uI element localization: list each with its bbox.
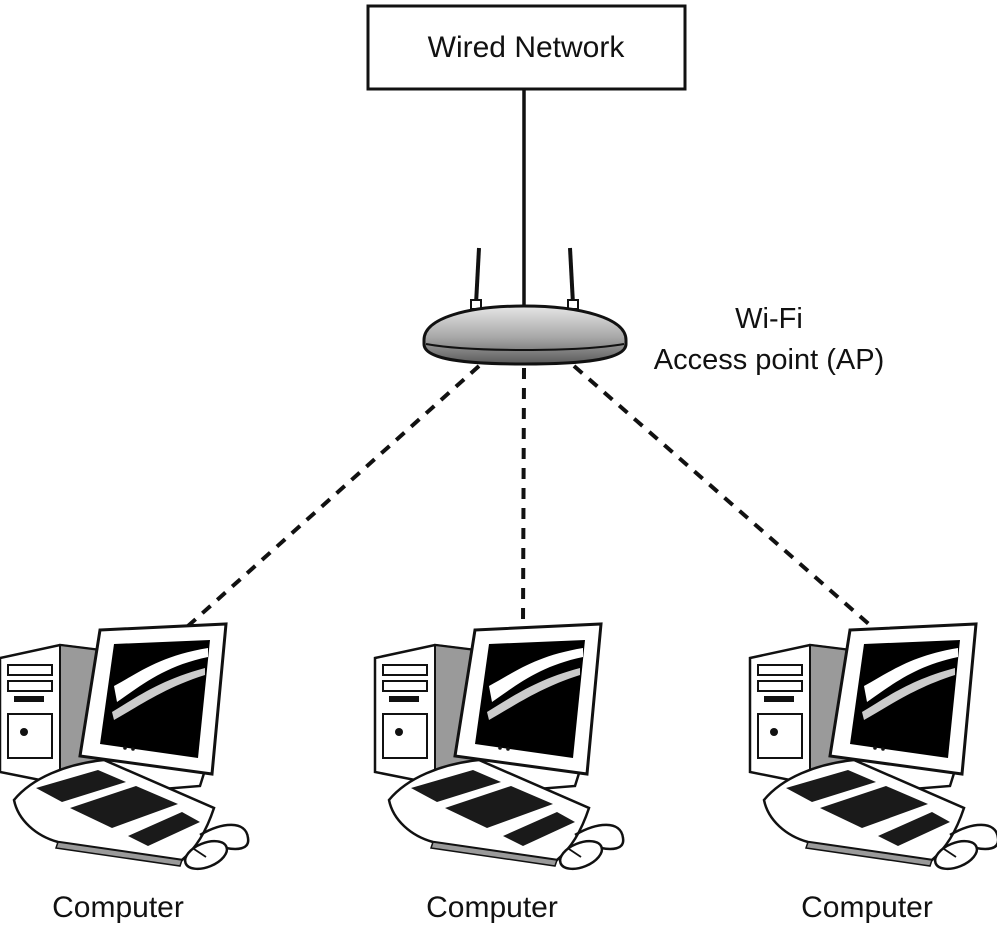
computer-label-2: Computer — [426, 891, 558, 924]
access-point-label-line1: Wi-Fi — [735, 303, 803, 335]
computer-label-3: Computer — [801, 891, 933, 924]
access-point-icon — [422, 247, 628, 366]
wireless-link-right — [572, 364, 873, 628]
access-point-label-line2: Access point (AP) — [654, 344, 884, 376]
wired-network-box — [366, 4, 687, 91]
computer-icon-1 — [0, 622, 250, 876]
computer-icon-3 — [748, 622, 997, 876]
computer-label-1: Computer — [52, 891, 184, 924]
wireless-link-center — [521, 367, 526, 627]
wired-network-label: Wired Network — [428, 31, 626, 64]
computer-icon-2 — [373, 622, 625, 876]
wireless-link-left — [186, 364, 481, 628]
